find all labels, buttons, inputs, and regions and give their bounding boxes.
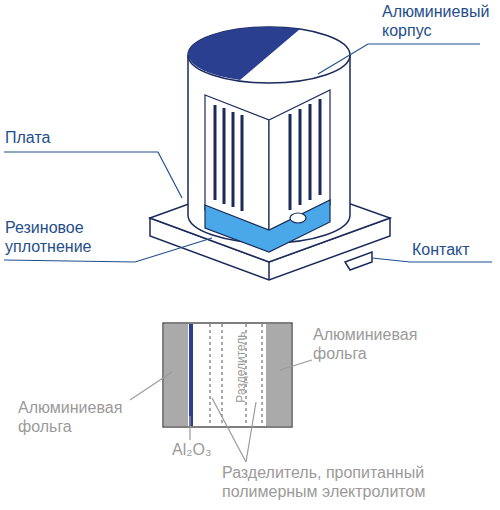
contact-lead — [345, 252, 372, 270]
leader-line — [212, 398, 246, 462]
leader-line — [280, 360, 312, 370]
separator-edge — [262, 324, 263, 426]
layer-label: Алюминиевая фольга — [18, 398, 158, 436]
separator-edge — [210, 324, 211, 426]
leader-lines-section — [130, 360, 312, 462]
leader-line — [372, 258, 492, 262]
winding-layer — [241, 115, 244, 211]
winding-layers — [215, 99, 320, 211]
winding-layer — [299, 109, 302, 205]
part-label: Плата — [5, 128, 105, 147]
winding-layer — [319, 99, 322, 195]
lead-post — [290, 213, 306, 223]
leader-lines — [4, 44, 492, 262]
part-label: Контакт — [412, 240, 500, 259]
part-label: Алюминиевый корпус — [382, 2, 500, 40]
leader-line — [318, 44, 480, 74]
part-label: Резиновое уплотнение — [5, 218, 140, 256]
winding-layer — [289, 114, 292, 210]
oxide-layer — [189, 324, 193, 426]
can-top-shade — [188, 27, 300, 80]
winding-layer — [214, 105, 217, 200]
cross-section-frame — [163, 323, 292, 427]
layer-label: Разделитель, пропитанный полимерным элек… — [222, 463, 497, 501]
layer-label: Алюминиевая фольга — [313, 325, 453, 363]
leader-line — [130, 372, 172, 400]
leader-line — [246, 402, 256, 462]
plate-edge — [268, 262, 270, 280]
leader-line — [4, 152, 182, 198]
winding-layer — [232, 112, 235, 207]
formula-label: Al₂O₃ — [172, 440, 232, 459]
aluminium-foil — [266, 324, 291, 426]
can-top — [188, 27, 350, 83]
layer-label: Разделитель — [234, 322, 248, 412]
separator-edge — [222, 324, 223, 426]
rubber-seal — [205, 200, 330, 252]
winding-layer — [309, 104, 312, 200]
winding-layer — [223, 108, 226, 204]
leader-line — [189, 416, 190, 440]
